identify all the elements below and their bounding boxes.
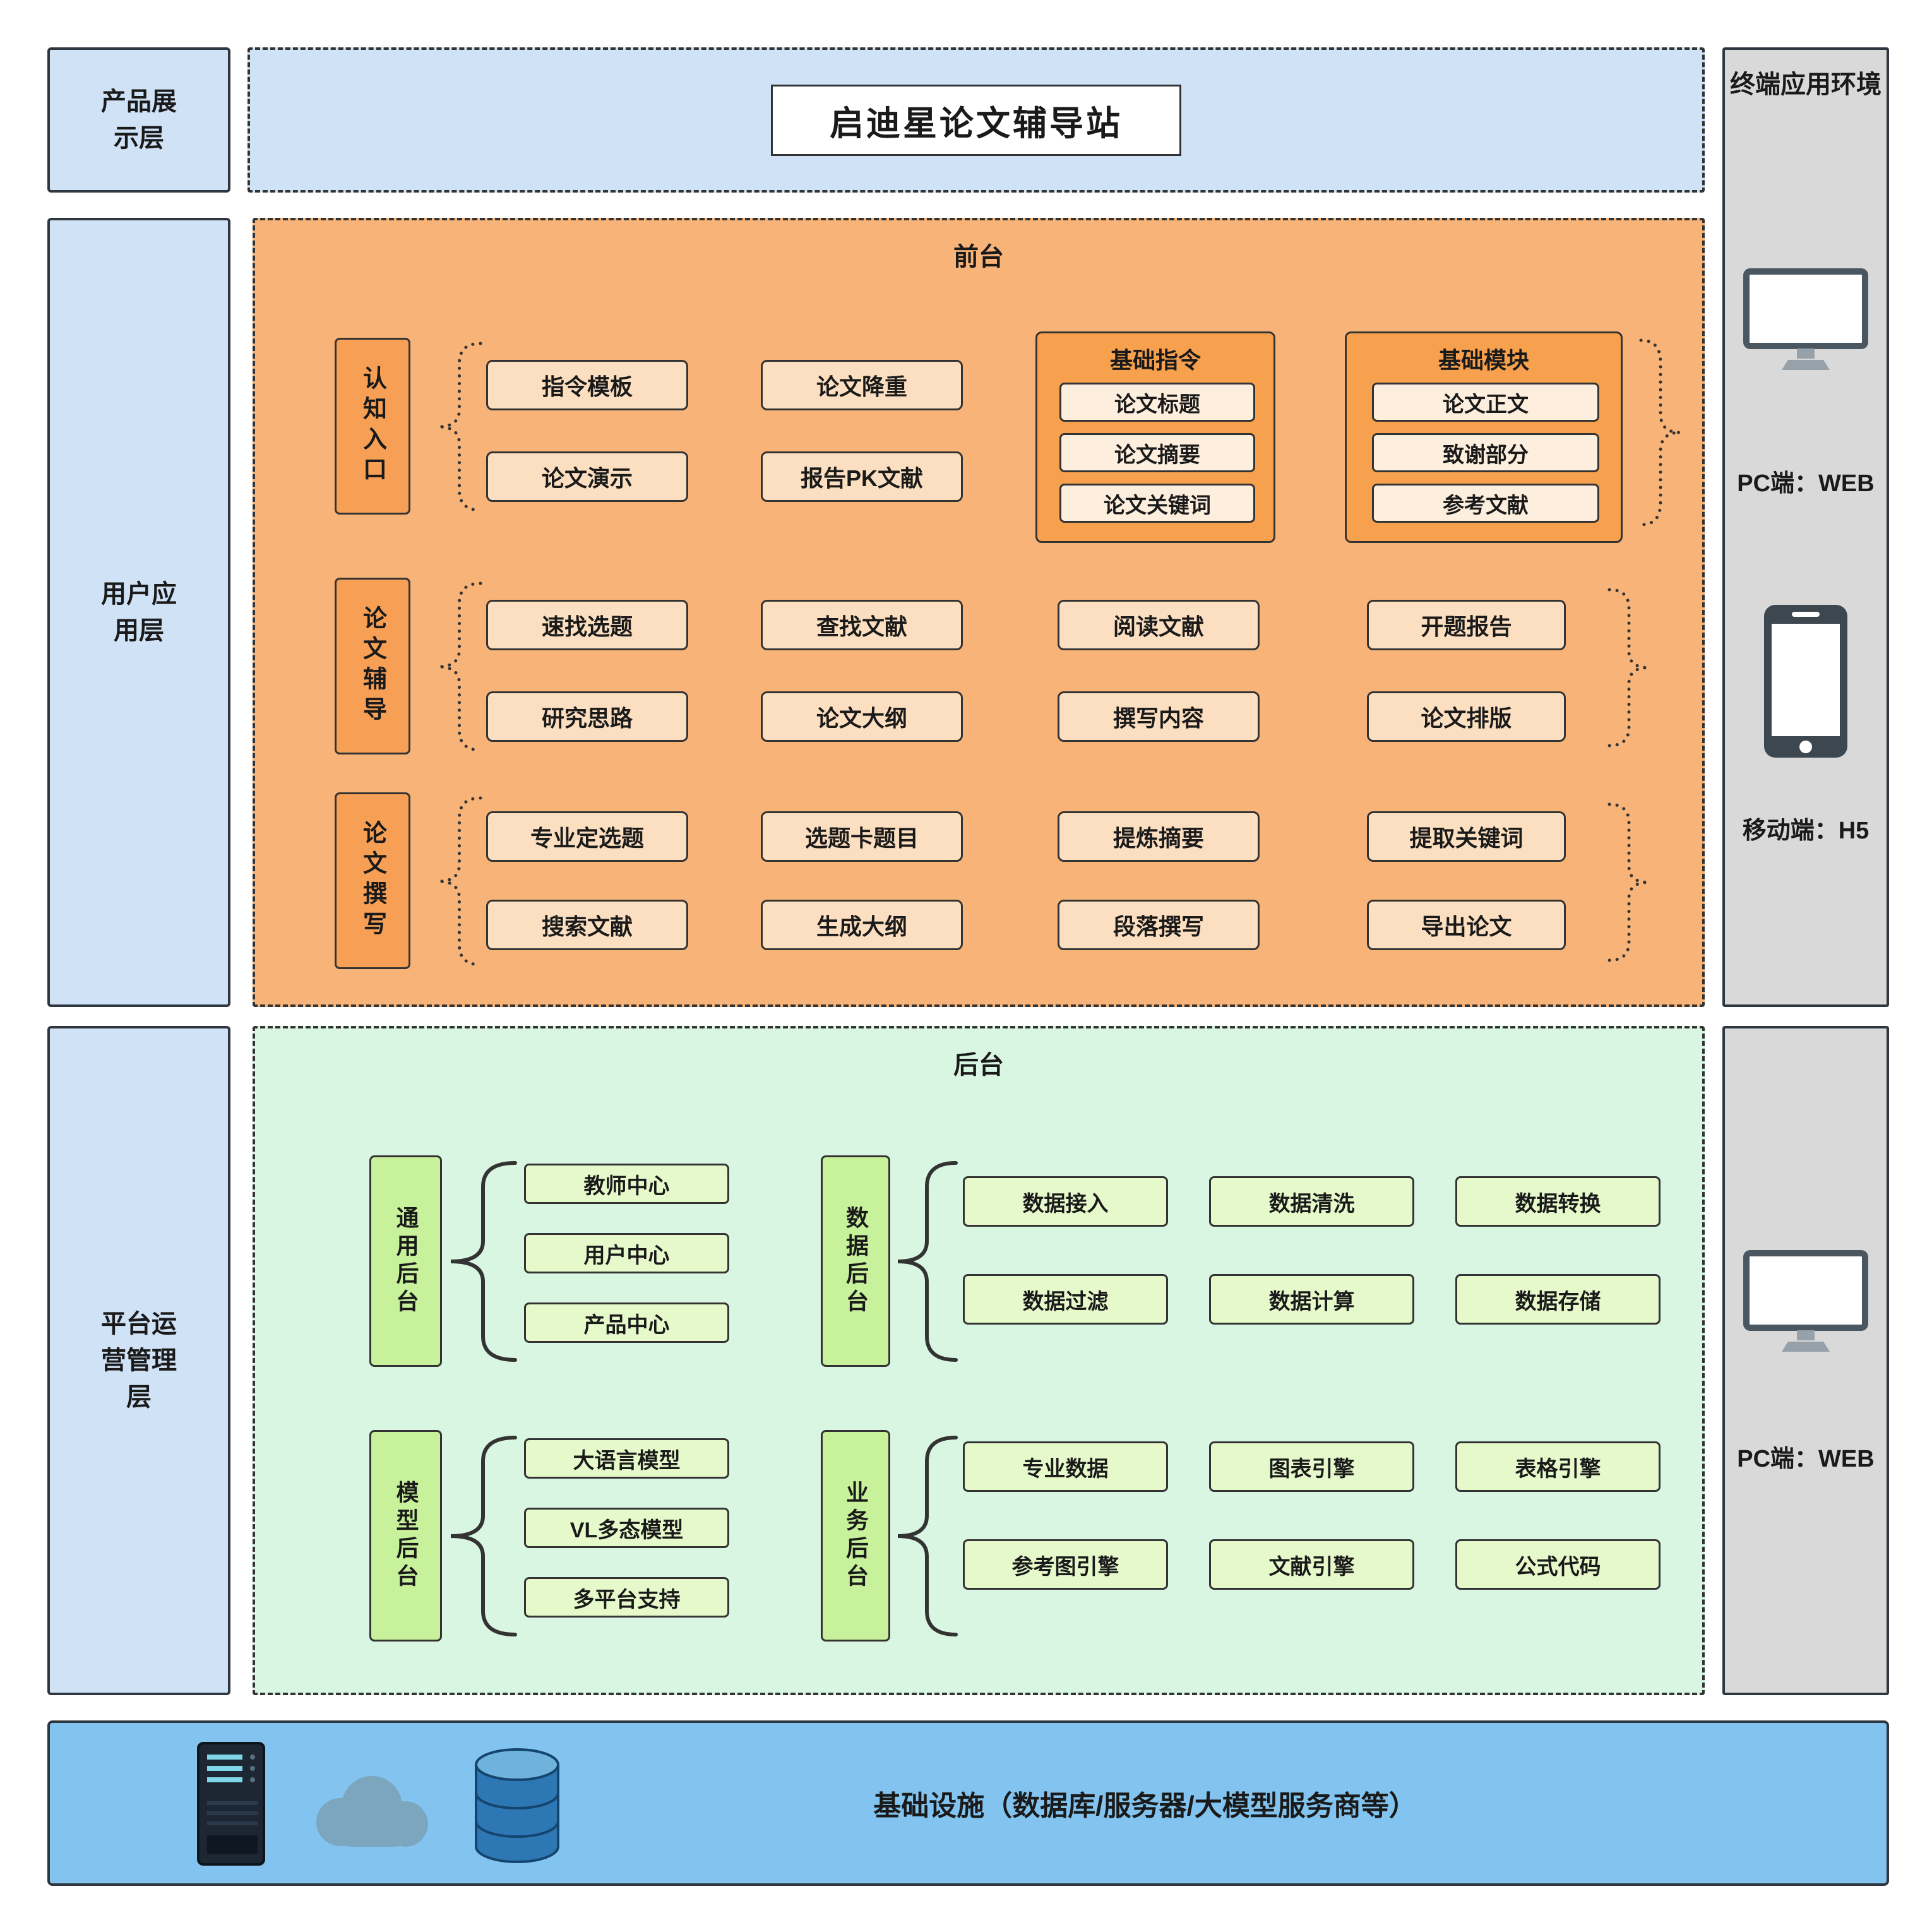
curly-brace-icon [448,1160,518,1362]
layer-platform-ops: 平台运营管理层 [47,1026,230,1695]
backend-box: 参考图引擎 [963,1539,1168,1590]
terminal-env-panel-2: PC端：WEB [1722,1026,1889,1695]
layer-label: 用户应用层 [101,580,177,645]
frontend-box: 专业定选题 [486,811,688,862]
group-title: 基础模块 [1438,347,1529,373]
frontend-box: 研究思路 [486,691,688,742]
curly-brace-icon [1607,802,1651,963]
database-icon [470,1746,564,1869]
monitor-icon [1725,268,1887,375]
frontend-box: 提取关键词 [1367,811,1566,862]
terminal-env-panel: 终端应用环境 PC端：WEB 移动端：H5 [1722,47,1889,1007]
infrastructure-label: 基础设施（数据库/服务器/大模型服务商等） [873,1791,1417,1821]
backend-box: 多平台支持 [524,1577,729,1618]
frontend-box: 阅读文献 [1058,600,1260,650]
group-title: 基础指令 [1109,347,1201,373]
backend-box: 专业数据 [963,1441,1168,1492]
frontend-box: 搜索文献 [486,900,688,950]
curly-brace-icon [436,581,483,753]
group-item: 论文摘要 [1059,433,1255,472]
backend-section-label: 通用后台 [369,1155,442,1367]
frontend-title: 前台 [953,243,1004,271]
backend-section-label: 模型后台 [369,1430,442,1642]
group-item: 致谢部分 [1372,433,1599,472]
cloud-icon [306,1768,438,1854]
layer-label: 平台运营管理层 [101,1310,177,1411]
frontend-group-basic-commands: 基础指令 论文标题 论文摘要 论文关键词 [1035,331,1275,543]
backend-box: 数据过滤 [963,1274,1168,1325]
monitor-icon [1725,1249,1887,1357]
curly-brace-icon [436,796,483,967]
frontend-box: 论文大纲 [761,691,963,742]
group-item: 参考文献 [1372,484,1599,523]
server-icon [192,1741,274,1870]
frontend-group-basic-modules: 基础模块 论文正文 致谢部分 参考文献 [1345,331,1623,543]
backend-section-label: 数据后台 [821,1155,890,1367]
group-item: 论文关键词 [1059,484,1255,523]
pc-web-label: PC端：WEB [1737,1446,1875,1472]
backend-box: 教师中心 [524,1164,729,1204]
layer-product-display: 产品展示层 [47,47,230,193]
frontend-box: 论文降重 [761,360,963,410]
infrastructure-bar: 基础设施（数据库/服务器/大模型服务商等） [47,1720,1889,1886]
backend-box: 公式代码 [1455,1539,1661,1590]
backend-section-label: 业务后台 [821,1430,890,1642]
backend-box: 数据转换 [1455,1176,1661,1227]
layer-label: 产品展示层 [101,88,177,152]
backend-box: 数据存储 [1455,1274,1661,1325]
frontend-box: 开题报告 [1367,600,1566,650]
pc-web-label: PC端：WEB [1737,470,1875,497]
backend-box: 数据接入 [963,1176,1168,1227]
frontend-row-label: 认知入口 [335,338,410,515]
terminal-env-title: 终端应用环境 [1730,71,1881,98]
backend-title: 后台 [953,1051,1004,1079]
frontend-box: 生成大纲 [761,900,963,950]
frontend-row-label: 论文辅导 [335,578,410,754]
frontend-box: 论文演示 [486,451,688,502]
curly-brace-icon [1638,338,1683,527]
backend-box: 用户中心 [524,1233,729,1273]
frontend-box: 速找选题 [486,600,688,650]
page-title: 启迪星论文辅导站 [771,84,1181,156]
backend-box: 图表引擎 [1209,1441,1414,1492]
group-item: 论文标题 [1059,383,1255,422]
backend-box: 数据计算 [1209,1274,1414,1325]
product-display-area: 启迪星论文辅导站 [247,47,1705,193]
frontend-box: 提炼摘要 [1058,811,1260,862]
frontend-row-label: 论文撰写 [335,792,410,969]
frontend-box: 指令模板 [486,360,688,410]
mobile-h5-label: 移动端：H5 [1742,818,1869,844]
curly-brace-icon [1607,587,1651,748]
backend-box: 数据清洗 [1209,1176,1414,1227]
phone-icon [1725,602,1887,760]
backend-box: 文献引擎 [1209,1539,1414,1590]
frontend-box: 选题卡题目 [761,811,963,862]
frontend-box: 导出论文 [1367,900,1566,950]
curly-brace-icon [436,341,483,513]
layer-user-application: 用户应用层 [47,218,230,1007]
group-item: 论文正文 [1372,383,1599,422]
frontend-box: 报告PK文献 [761,451,963,502]
curly-brace-icon [895,1160,958,1362]
curly-brace-icon [448,1435,518,1637]
backend-box: 大语言模型 [524,1438,729,1479]
frontend-box: 撰写内容 [1058,691,1260,742]
backend-box: 产品中心 [524,1302,729,1343]
frontend-box: 论文排版 [1367,691,1566,742]
frontend-box: 查找文献 [761,600,963,650]
curly-brace-icon [895,1435,958,1637]
backend-box: 表格引擎 [1455,1441,1661,1492]
frontend-box: 段落撰写 [1058,900,1260,950]
backend-box: VL多态模型 [524,1508,729,1548]
